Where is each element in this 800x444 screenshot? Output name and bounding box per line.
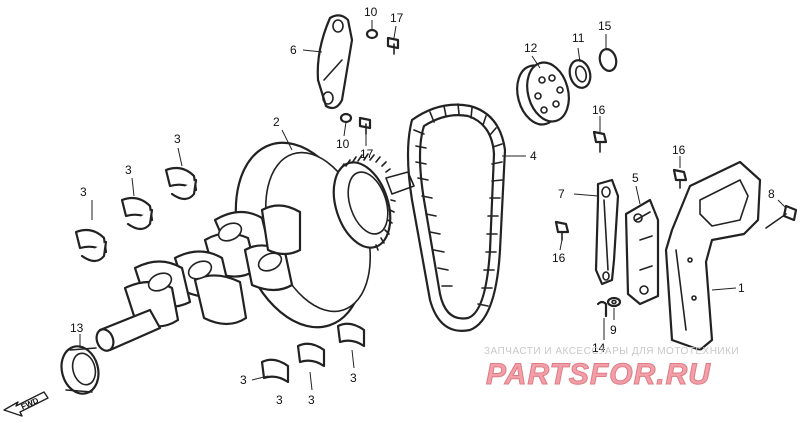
chain-guide-upper <box>316 14 354 110</box>
label-part-17b: 17 <box>360 147 374 161</box>
label-part-3a: 3 <box>174 132 181 146</box>
circlip <box>598 48 618 72</box>
bolt-16-left <box>554 220 570 241</box>
chain-guide-plate <box>664 160 762 352</box>
cam-chain <box>406 103 507 332</box>
label-part-2: 2 <box>273 115 280 129</box>
bolt-17-lower <box>358 116 372 135</box>
crankshaft <box>95 141 415 352</box>
label-part-13: 13 <box>70 321 84 335</box>
label-part-8: 8 <box>768 187 775 201</box>
label-part-3f: 3 <box>350 371 357 385</box>
label-part-15: 15 <box>598 19 612 33</box>
label-part-3d: 3 <box>240 373 247 387</box>
washer-10-upper <box>365 28 379 40</box>
chain-guide-tensioner <box>594 178 620 286</box>
watermark-caption: ЗАПЧАСТИ И АКСЕССУАРЫ ДЛЯ МОТОТЕХНИКИ <box>484 346 740 357</box>
bearing-shell-set-upper <box>74 166 198 263</box>
label-part-16a: 16 <box>592 103 606 117</box>
pin <box>596 300 608 318</box>
label-part-6: 6 <box>290 43 297 57</box>
bolt-8 <box>765 204 798 229</box>
label-part-3e: 3 <box>308 393 315 407</box>
label-part-3b: 3 <box>125 163 132 177</box>
label-part-3c: 3 <box>80 185 87 199</box>
label-part-3g: 3 <box>276 393 283 407</box>
label-part-5: 5 <box>632 171 639 185</box>
bolt-17-upper <box>386 36 400 55</box>
washer-9 <box>606 296 622 308</box>
label-part-9: 9 <box>610 323 617 337</box>
bolt-16-right <box>672 168 688 189</box>
ball-bearing <box>516 61 570 126</box>
label-part-12: 12 <box>524 41 538 55</box>
fwd-arrow-icon: FWD <box>3 391 49 417</box>
label-part-17a: 17 <box>390 11 404 25</box>
label-part-16c: 16 <box>552 251 566 265</box>
washer-10-lower <box>339 112 353 124</box>
bolt-16-upper <box>592 130 608 153</box>
label-part-14: 14 <box>592 341 606 355</box>
oil-seal <box>60 345 100 395</box>
label-part-16b: 16 <box>672 143 686 157</box>
label-part-1: 1 <box>738 281 745 295</box>
part-labels: 1 2 3 3 3 3 3 3 3 4 5 6 7 8 9 10 10 11 1… <box>70 5 775 407</box>
thrust-washer <box>568 59 592 89</box>
label-part-4: 4 <box>530 149 537 163</box>
chain-tensioner <box>624 198 660 306</box>
fwd-label: FWD <box>20 396 41 412</box>
label-part-10a: 10 <box>364 5 378 19</box>
watermark-logo: PARTSFOR.RU <box>486 358 711 392</box>
label-part-7: 7 <box>558 187 565 201</box>
leader-lines <box>79 20 787 391</box>
label-part-11: 11 <box>572 31 585 45</box>
bearing-shell-set-lower <box>260 322 366 384</box>
label-part-10b: 10 <box>336 137 350 151</box>
